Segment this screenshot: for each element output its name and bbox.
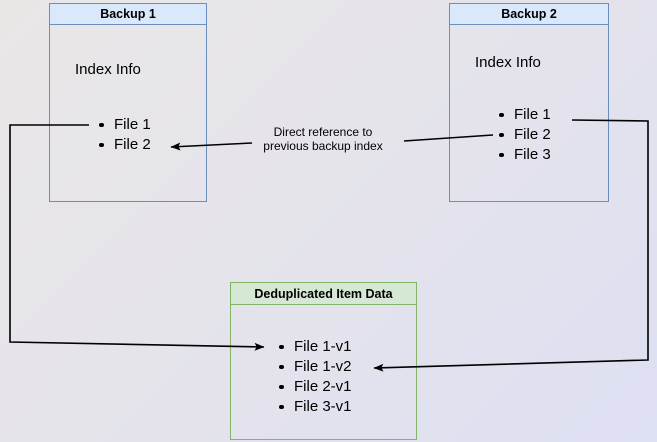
direct-reference-label-line1: Direct reference to [273,125,373,139]
direct-reference-label-line2: previous backup index [263,139,383,153]
backup2-file-item: File 2 [496,125,551,145]
backup1-title: Backup 1 [50,4,206,25]
dedup-node: Deduplicated Item Data File 1-v1 File 1-… [230,282,417,440]
backup2-file-item: File 3 [496,145,551,165]
dedup-item: File 2-v1 [276,377,352,397]
backup2-title: Backup 2 [450,4,608,25]
dedup-item: File 1-v1 [276,337,352,357]
backup1-file-item: File 1 [96,115,151,135]
backup2-file-list: File 1 File 2 File 3 [496,105,551,165]
backup1-file-item: File 2 [96,135,151,155]
backup2-node: Backup 2 Index Info File 1 File 2 File 3 [449,3,609,202]
backup1-index-label: Index Info [75,61,141,78]
dedup-title: Deduplicated Item Data [231,283,416,305]
backup1-node: Backup 1 Index Info File 1 File 2 [49,3,207,202]
backup2-index-label: Index Info [475,54,541,71]
dedup-item: File 3-v1 [276,397,352,417]
backup1-file-list: File 1 File 2 [96,115,151,155]
direct-reference-label: Direct reference to previous backup inde… [243,125,403,153]
backup2-file-item: File 1 [496,105,551,125]
dedup-item: File 1-v2 [276,357,352,377]
dedup-item-list: File 1-v1 File 1-v2 File 2-v1 File 3-v1 [276,337,352,417]
